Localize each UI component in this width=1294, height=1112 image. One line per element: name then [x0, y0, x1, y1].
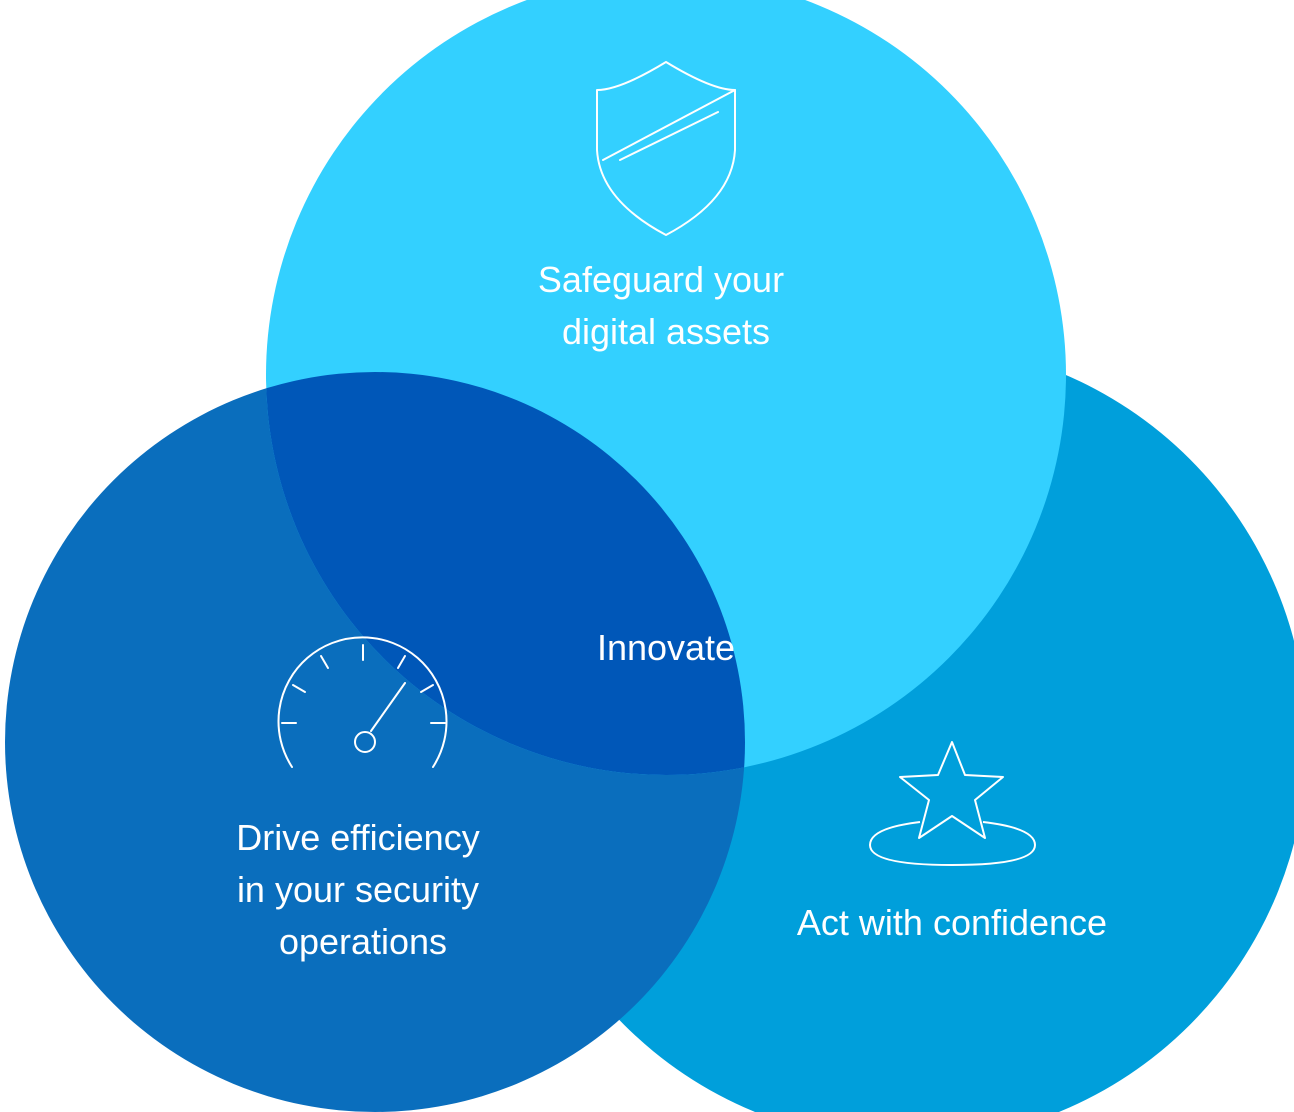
drive-efficiency-label-line-2: in your security	[237, 869, 479, 910]
drive-efficiency-label-line-1: Drive efficiency	[236, 817, 479, 858]
shield-icon	[596, 61, 736, 236]
speedometer-icon	[277, 636, 448, 768]
safeguard-label-line-1: Safeguard your	[538, 259, 784, 300]
act-with-confidence-label: Act with confidence	[797, 902, 1107, 943]
safeguard-label-line-2: digital assets	[562, 311, 770, 352]
star-icon	[869, 741, 1036, 866]
innovate-label: Innovate	[597, 627, 735, 668]
drive-efficiency-label: Drive efficiency in your security operat…	[236, 817, 489, 962]
safeguard-label: Safeguard your digital assets	[538, 259, 794, 352]
drive-efficiency-label-line-3: operations	[279, 921, 447, 962]
